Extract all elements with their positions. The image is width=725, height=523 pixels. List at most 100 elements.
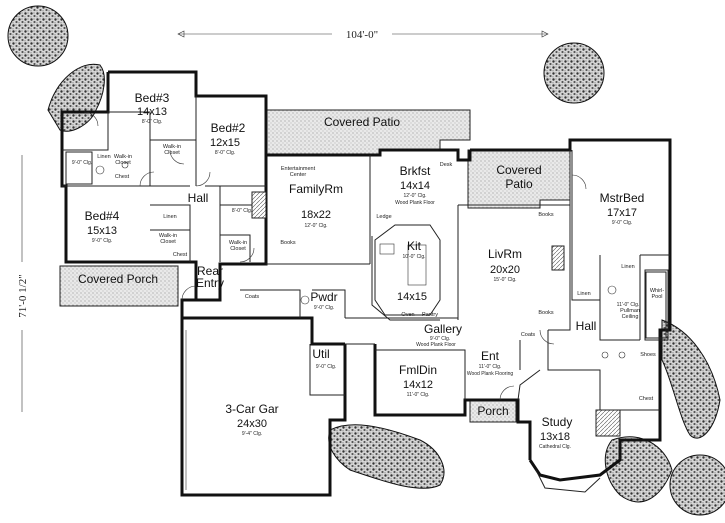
livrm-clg: 15'-0" Clg.	[493, 277, 516, 283]
livrm-name: LivRm	[488, 247, 522, 261]
walkin-1b: Closet	[115, 160, 131, 166]
shrub-top-left	[7, 5, 69, 67]
walkin-3: Walk-in	[159, 233, 177, 239]
mstr-clg: 9'-0" Clg.	[612, 220, 632, 226]
bath-clg-1: 9'-0" Clg.	[72, 160, 92, 166]
linen-2: Linen	[163, 214, 176, 220]
mstr-dim: 17x17	[607, 207, 637, 219]
fireplace-family	[251, 191, 267, 219]
oven: Oven	[401, 312, 414, 318]
hedge-front-right	[604, 436, 673, 503]
fireplace-living	[551, 245, 565, 271]
chest-1: Chest	[115, 174, 130, 180]
toilet-bath	[95, 165, 105, 175]
pwdr-name: Pwdr	[310, 290, 337, 304]
shoes: Shoes	[640, 352, 656, 358]
fmldin-name: FmlDin	[399, 363, 437, 377]
fireplace-study	[595, 409, 621, 437]
cooktop	[379, 243, 395, 255]
bed2-dim: 12x15	[210, 137, 240, 149]
hedge-right	[661, 319, 721, 439]
coats-1: Coats	[245, 294, 260, 300]
covered-porch-name: Covered Porch	[78, 272, 158, 286]
pullman-2: Ceiling	[622, 314, 639, 320]
walkin-4: Walk-in	[229, 240, 247, 246]
bed4-dim: 15x13	[87, 225, 117, 237]
kitchen-fixtures	[371, 224, 441, 321]
covered-patio-right-name2: Patio	[505, 177, 533, 191]
bed2-clg: 8'-0" Clg.	[215, 150, 235, 156]
overall-width: 104'-0"	[346, 29, 378, 41]
tub-master	[645, 271, 667, 339]
util-name: Util	[312, 347, 329, 361]
overall-depth: 71'-0 1/2"	[17, 274, 29, 317]
bath-clg-2: 8'-0" Clg.	[232, 208, 252, 214]
landscaping	[7, 5, 725, 516]
linen-4: Linen	[577, 291, 590, 297]
sink-bath-1	[121, 161, 129, 169]
tub-bed3	[65, 151, 93, 185]
bed3-clg: 8'-0" Clg.	[142, 119, 162, 125]
covered-porch	[59, 265, 179, 307]
door-swings	[83, 111, 587, 401]
fireplaces	[251, 191, 621, 437]
whirlpool: Whirl-	[650, 288, 665, 294]
pantry: Pantry	[422, 312, 438, 318]
porch-name: Porch	[477, 404, 508, 418]
walkin-3b: Closet	[160, 239, 176, 245]
shrub-bottom-right	[669, 454, 725, 516]
covered-patio-top-name: Covered Patio	[324, 115, 400, 129]
hall-right-name: Hall	[576, 319, 597, 333]
gallery-name: Gallery	[424, 322, 462, 336]
outdoor-areas	[59, 109, 571, 423]
pullman: Pullman	[620, 308, 640, 314]
brkfst-floor: Wood Plank Floor	[395, 200, 435, 206]
brkfst-name: Brkfst	[400, 164, 431, 178]
linen-1: Linen	[97, 154, 110, 160]
rear-entry-name2: Entry	[196, 276, 224, 290]
brkfst-dim: 14x14	[400, 180, 430, 192]
bed2-name: Bed#2	[211, 121, 246, 135]
walkin-2: Walk-in	[163, 144, 181, 150]
sink-master-2	[618, 351, 626, 359]
bath-fixtures	[65, 151, 667, 359]
fmldin-clg: 11'-0" Clg.	[407, 392, 430, 398]
ent-clg: 11'-0" Clg.	[479, 364, 502, 370]
bed4-name: Bed#4	[85, 209, 120, 223]
covered-patio-right-name: Covered	[496, 163, 541, 177]
walkin-1: Walk-in	[114, 154, 132, 160]
shrub-top-right	[543, 42, 605, 104]
kit-clg: 10'-0" Clg.	[402, 254, 425, 260]
family-dim: 18x22	[301, 209, 331, 221]
entertainment-center: Entertainment	[281, 166, 316, 172]
study-name: Study	[542, 415, 573, 429]
family-clg: 12'-0" Clg.	[304, 223, 327, 229]
kit-name: Kit	[407, 239, 422, 253]
walkin-4b: Closet	[230, 246, 246, 252]
garage-clg: 9'-4" Clg.	[242, 431, 262, 437]
study-bay-window	[535, 469, 601, 493]
kitchen-counter	[371, 236, 440, 321]
bed3-name: Bed#3	[135, 91, 170, 105]
hedge-left	[47, 63, 105, 132]
ledge: Ledge	[376, 214, 391, 220]
ent-floor: Wood Plank Flooring	[467, 371, 514, 377]
pwdr-clg: 9'-0" Clg.	[314, 305, 334, 311]
chest-3: Chest	[639, 396, 654, 402]
sink-master-1	[601, 351, 609, 359]
family-name: FamilyRm	[289, 182, 343, 196]
gallery-floor: Wood Plank Floor	[416, 342, 456, 348]
rear-entry-name: Rear	[197, 264, 223, 278]
entertainment-center-2: Center	[290, 172, 307, 178]
linen-3: Linen	[621, 264, 634, 270]
ent-name: Ent	[481, 349, 500, 363]
walkin-2b: Closet	[164, 150, 180, 156]
toilet-pwdr	[300, 295, 310, 305]
books-2: Books	[538, 212, 554, 218]
kit-dim: 14x15	[397, 291, 427, 303]
books-1: Books	[280, 240, 296, 246]
mstr-name: MstrBed	[600, 191, 645, 205]
annotations: Linen Linen Linen Linen Walk-in Closet W…	[72, 144, 664, 402]
garage-name: 3-Car Gar	[225, 402, 278, 416]
